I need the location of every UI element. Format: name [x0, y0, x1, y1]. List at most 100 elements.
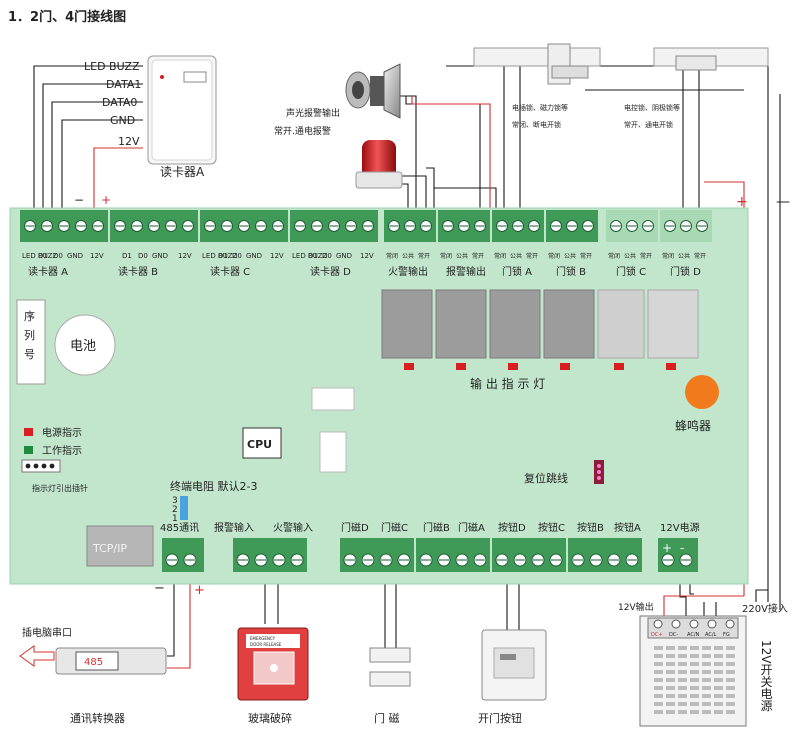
psu-terminal-icon: [725, 619, 735, 629]
power-led-label: 电源指示: [42, 426, 82, 439]
group-name: 门锁 B: [556, 265, 586, 278]
psu-vent: [678, 686, 687, 690]
psu-vent: [714, 662, 723, 666]
psu-vent: [654, 702, 663, 706]
relays: [381, 289, 699, 359]
relay-pin-label: 常开: [526, 252, 538, 260]
psu-vent: [690, 686, 699, 690]
glass-name: 玻璃破碎: [248, 711, 292, 725]
psu-vent: [678, 694, 687, 698]
bottom-label: 按钮D: [498, 521, 526, 534]
relay-pin-label: 公共: [402, 252, 414, 260]
reader-led-icon: [160, 75, 164, 79]
page-title: 1．2门、4门接线图: [8, 9, 126, 25]
psu-vent: [678, 646, 687, 650]
reader-pin-label: LED BUZZ: [84, 60, 140, 73]
reader-pin-label: DATA1: [106, 78, 141, 91]
horn-speaker-icon: [345, 63, 401, 119]
psu-vent: [714, 678, 723, 682]
cpu-label: CPU: [247, 438, 272, 451]
work-led: [24, 446, 33, 454]
pin-label: 12V: [90, 252, 104, 260]
pin-label: 12V: [360, 252, 374, 260]
glass-label1: EMERGENCY: [250, 636, 276, 641]
psu-vent: [690, 694, 699, 698]
psu-vent: [702, 662, 711, 666]
group-name: 报警输出: [446, 265, 486, 278]
psu-vent: [726, 710, 735, 714]
relay-pin-label: 常闭: [386, 252, 398, 260]
serial-char: 序: [24, 309, 35, 323]
psu-vent: [702, 694, 711, 698]
reader-name: 读卡器A: [160, 165, 205, 179]
psu-vent: [714, 702, 723, 706]
relay-pin-label: 公共: [678, 252, 690, 260]
psu-vent: [678, 678, 687, 682]
relay-terminals: [384, 210, 712, 242]
output-leds-label: 输 出 指 示 灯: [470, 376, 545, 391]
psu-vent: [654, 646, 663, 650]
bottom-label: 门磁C: [381, 521, 408, 534]
psu-vent: [678, 702, 687, 706]
power-minus: -: [680, 541, 684, 555]
bottom-label: 按钮B: [577, 521, 604, 534]
psu-vent: [702, 710, 711, 714]
relay-pin-label: 常开: [472, 252, 484, 260]
arrow-left-icon: [19, 645, 55, 667]
reader-minus: −: [74, 193, 84, 207]
bottom-plus: +: [194, 583, 205, 598]
relay-pin-label: 公共: [510, 252, 522, 260]
wires: [33, 60, 781, 657]
lock-b-line1: 电控锁、阴极锁等: [624, 103, 680, 112]
psu-vent: [678, 670, 687, 674]
relay-pin-label: 常开: [640, 252, 652, 260]
relay-pin-label: 常闭: [440, 252, 452, 260]
pin-label: GND: [152, 252, 168, 260]
psu-vent: [654, 662, 663, 666]
terminator-label: 终端电阻 默认2-3: [170, 479, 257, 493]
psu-vent: [690, 662, 699, 666]
group-name: 读卡器 A: [28, 265, 68, 278]
rs485-converter: 插电脑串口 485 通讯转换器: [19, 626, 167, 725]
bottom-label: 门磁B: [423, 521, 450, 534]
group-name: 读卡器 C: [210, 265, 250, 278]
psu-vent: [726, 702, 735, 706]
lock-a-line1: 电插锁、磁力锁等: [512, 103, 568, 112]
psu-vent: [666, 702, 675, 706]
psu-terminal-icon: [653, 619, 663, 629]
glass-label2: DOOR RELEASE: [250, 642, 282, 647]
pin-label: 12V: [178, 252, 192, 260]
psu-vent: [726, 678, 735, 682]
psu-vent: [726, 670, 735, 674]
jumper-number: 2: [172, 505, 178, 515]
lock-a-line2: 常闭、断电开锁: [512, 120, 561, 129]
psu-vent: [666, 662, 675, 666]
rail-minus: —: [776, 194, 790, 210]
pin-label: 12V: [270, 252, 284, 260]
battery-label: 电池: [70, 339, 96, 354]
psu-vent: [690, 710, 699, 714]
pin-label: LED BUZZ: [202, 252, 238, 260]
converter-display: 485: [84, 657, 103, 668]
pin-label: D0: [232, 252, 242, 260]
psu-terminal-label: DC+: [651, 632, 663, 638]
psu-vent: [726, 694, 735, 698]
buzzer-label: 蜂鸣器: [675, 418, 711, 433]
psu-vent: [690, 654, 699, 658]
beacon-light-icon: [355, 140, 403, 189]
rail-plus: +: [736, 194, 748, 210]
psu-vent: [666, 678, 675, 682]
psu-vent: [666, 694, 675, 698]
group-name: 门锁 A: [502, 265, 532, 278]
electric-lock-a: 电插锁、磁力锁等 常闭、断电开锁: [473, 43, 601, 129]
psu-terminal-icon: [689, 619, 699, 629]
psu-vent: [714, 670, 723, 674]
psu-terminal-label: FG: [723, 632, 730, 638]
pin-label: D1: [308, 252, 318, 260]
psu-terminal-label: AC/L: [705, 632, 717, 638]
psu-vent: [714, 646, 723, 650]
psu-vent: [690, 678, 699, 682]
converter-name: 通讯转换器: [70, 711, 125, 725]
psu-out-label: 12V输出: [618, 601, 654, 613]
relay-pin-label: 常闭: [494, 252, 506, 260]
